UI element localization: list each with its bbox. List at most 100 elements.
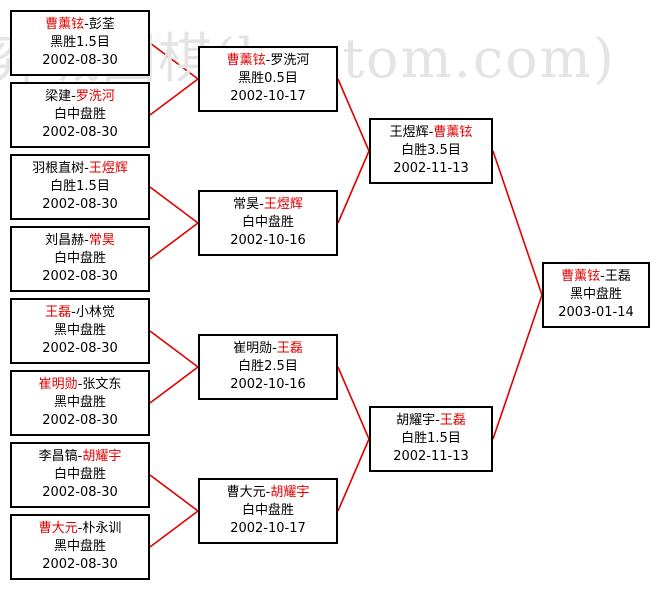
match-box-r2-1: 曹薰铉-罗洗河黑胜0.5目 2002-10-17 [198,46,338,112]
match-players: 曹大元-胡耀宇 [227,484,310,502]
match-players: 羽根直树-王煜辉 [32,160,128,178]
match-players: 曹薰铉-罗洗河 [227,52,310,70]
match-date: 2002-11-13 [393,161,469,176]
player-white: 张文东 [82,377,122,392]
player-white: 王磊 [276,341,303,356]
match-date: 2002-08-30 [42,125,118,140]
player-white: 曹薰铉 [433,125,473,140]
match-players: 王磊-小林觉 [45,304,115,322]
versus-dash: - [600,269,605,284]
player-white: 王磊 [604,269,631,284]
match-players: 王煜辉-曹薰铉 [390,124,473,142]
versus-dash: - [84,17,89,32]
player-black: 曹薰铉 [226,53,266,68]
player-white: 常昊 [88,233,115,248]
match-date: 2002-08-30 [42,197,118,212]
player-black: 刘昌赫 [45,233,85,248]
player-white: 朴永训 [82,521,122,536]
connector-r1-3-to-r2-2 [149,186,199,224]
match-result: 白中盘胜 [241,215,294,230]
player-white: 王煜辉 [88,161,128,176]
match-result: 白中盘胜 [53,467,106,482]
match-players: 李昌镐-胡耀宇 [39,448,122,466]
match-date: 2002-11-13 [393,449,469,464]
player-black: 羽根直树 [32,161,85,176]
connector-r1-8-to-r2-4 [149,510,199,548]
versus-dash: - [272,341,277,356]
match-players: 曹大元-朴永训 [39,520,122,538]
match-date: 2002-08-30 [42,341,118,356]
connector-r2-1-to-r3-1 [337,78,370,152]
connector-r1-4-to-r2-2 [149,222,199,260]
versus-dash: - [84,161,89,176]
match-date: 2002-10-17 [230,521,306,536]
versus-dash: - [71,305,76,320]
connector-r2-4-to-r3-2 [337,438,370,512]
match-date: 2002-08-30 [42,485,118,500]
match-players: 崔明勋-张文东 [39,376,122,394]
match-players: 曹薰铉-王磊 [561,268,631,286]
player-black: 王煜辉 [389,125,429,140]
match-players: 崔明勋-王磊 [233,340,303,358]
match-date: 2002-08-30 [42,413,118,428]
player-white: 罗洗河 [270,53,310,68]
player-white: 胡耀宇 [82,449,122,464]
player-white: 小林觉 [75,305,115,320]
match-date: 2002-10-17 [230,89,306,104]
player-white: 罗洗河 [75,89,115,104]
connector-r1-2-to-r2-1 [149,78,199,116]
match-box-r2-4: 曹大元-胡耀宇白中盘胜 2002-10-17 [198,478,338,544]
match-result: 黑胜0.5目 [238,71,298,86]
player-black: 曹大元 [38,521,78,536]
match-result: 白胜1.5目 [401,431,461,446]
match-box-r3-2: 胡耀宇-王磊白胜1.5目 2002-11-13 [369,406,493,472]
connector-r1-1-to-r2-1 [149,42,199,80]
player-black: 崔明勋 [233,341,273,356]
connector-r3-1-to-final [492,150,543,296]
player-black: 王磊 [45,305,72,320]
match-players: 胡耀宇-王磊 [396,412,466,430]
versus-dash: - [435,413,440,428]
match-players: 刘昌赫-常昊 [45,232,115,250]
match-result: 黑中盘胜 [53,539,106,554]
connector-r1-7-to-r2-4 [149,474,199,512]
match-box-r1-7: 李昌镐-胡耀宇白中盘胜 2002-08-30 [10,442,150,508]
connector-r3-2-to-final [492,294,543,440]
versus-dash: - [77,521,83,536]
match-result: 白中盘胜 [241,503,294,518]
player-white: 王磊 [439,413,466,428]
player-white: 彭荃 [88,17,115,32]
versus-dash: - [84,233,89,248]
versus-dash: - [265,485,271,500]
connector-r1-6-to-r2-3 [149,366,199,404]
match-date: 2003-01-14 [558,305,634,320]
versus-dash: - [259,197,264,212]
connector-r1-5-to-r2-3 [149,330,199,368]
match-box-r3-1: 王煜辉-曹薰铉白胜3.5目 2002-11-13 [369,118,493,184]
match-date: 2002-10-16 [230,377,306,392]
match-date: 2002-08-30 [42,557,118,572]
player-black: 常昊 [233,197,260,212]
player-black: 梁建 [45,89,72,104]
player-white: 王煜辉 [263,197,303,212]
player-black: 曹薰铉 [561,269,601,284]
versus-dash: - [77,449,83,464]
match-result: 黑中盘胜 [53,323,106,338]
match-players: 梁建-罗洗河 [45,88,115,106]
match-players: 曹薰铉-彭荃 [45,16,115,34]
connector-r2-2-to-r3-1 [337,150,370,224]
player-white: 胡耀宇 [270,485,310,500]
match-players: 常昊-王煜辉 [233,196,303,214]
connector-r2-3-to-r3-2 [337,366,370,440]
match-date: 2002-08-30 [42,53,118,68]
match-result: 白胜3.5目 [401,143,461,158]
